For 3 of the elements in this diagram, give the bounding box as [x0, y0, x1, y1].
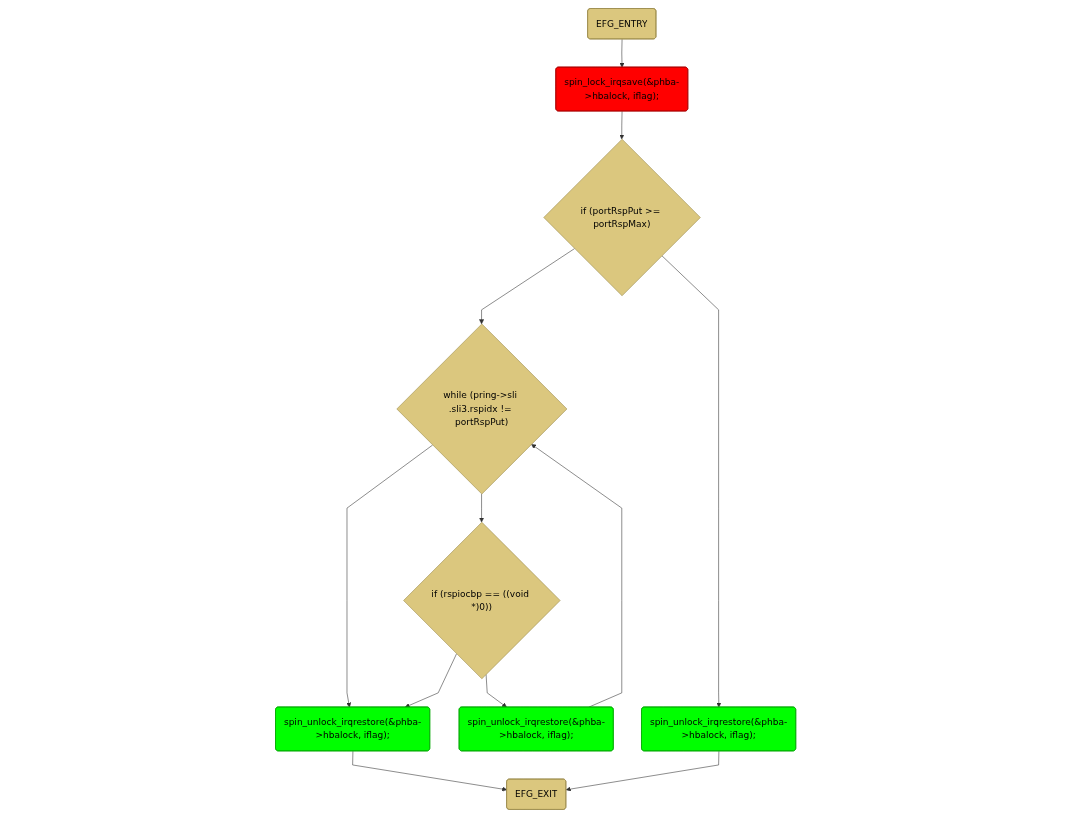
node-diamond: if (rspiocbp == ((void *)0)) — [403, 521, 561, 680]
node-diamond: if (portRspPut >= portRspMax) — [543, 138, 701, 297]
node-diamond: while (pring->sli .sli3.rspidx != portRspPut) — [396, 323, 568, 495]
